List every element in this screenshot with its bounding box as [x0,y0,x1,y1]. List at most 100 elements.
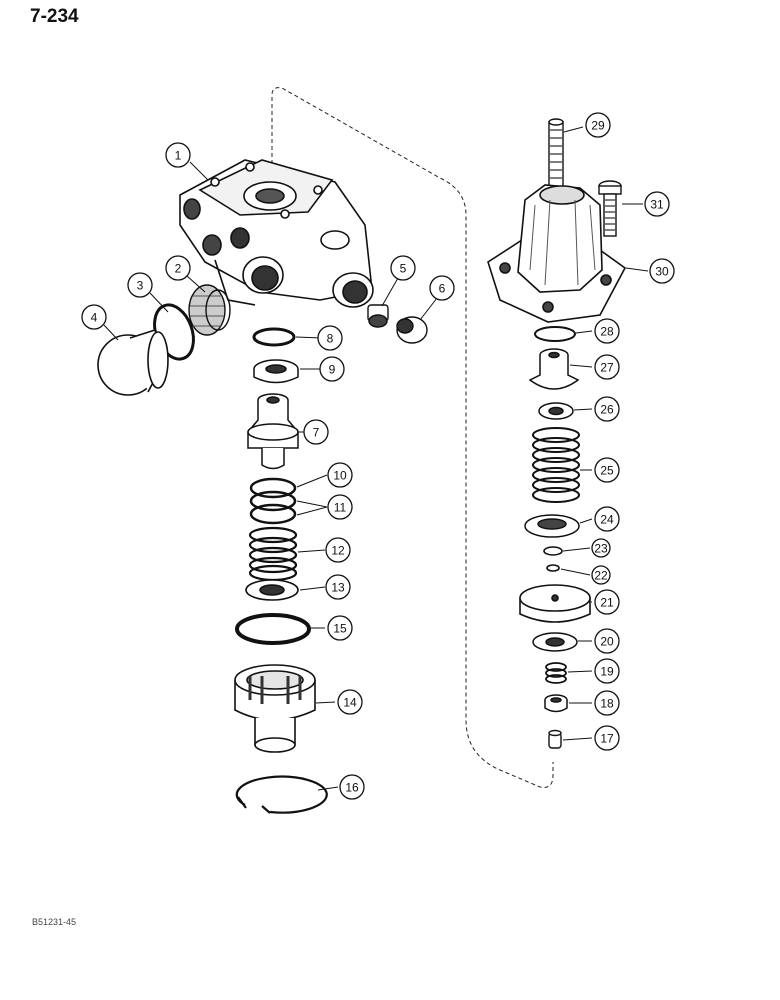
callout-number: 27 [600,361,614,375]
callout-number: 31 [650,198,664,212]
stud-part-29 [548,118,564,188]
callout-7: 7 [303,419,329,445]
cap-part-6 [396,316,428,344]
callout-circle [594,318,620,344]
callout-21: 21 [594,589,620,615]
strainer-screen-part-2 [188,284,231,336]
callout-16: 16 [339,774,365,800]
callout-2: 2 [165,255,191,281]
callout-circle [325,574,351,600]
snap-ring-part-16 [235,775,328,814]
callout-circle [429,275,455,301]
figure-code: B51231-45 [32,917,77,927]
callout-9: 9 [319,356,345,382]
callout-circle [594,506,620,532]
callout-circle [339,774,365,800]
o-ring-part-15 [235,613,311,645]
callout-circle [390,255,416,281]
callout-number: 3 [137,279,144,293]
callout-number: 18 [600,697,614,711]
callout-6: 6 [429,275,455,301]
callout-circle [594,628,620,654]
callout-23: 23 [591,538,611,558]
o-ring-part-28 [534,326,576,342]
callout-layer: 1234567891011121314151617181920212223242… [81,112,675,800]
plunger-part-7 [247,393,299,470]
callout-number: 7 [313,426,320,440]
callout-circle [319,356,345,382]
callout-circle [649,258,675,284]
callout-circle [325,537,351,563]
leader-lines [103,126,649,791]
callout-number: 12 [331,544,345,558]
callout-number: 29 [591,119,605,133]
callout-14: 14 [337,689,363,715]
callout-circle [165,255,191,281]
callout-3: 3 [127,272,153,298]
piston-part-21 [519,584,591,623]
callout-circle [594,354,620,380]
callout-number: 28 [600,325,614,339]
callout-number: 26 [600,403,614,417]
spring-part-12 [248,526,298,582]
callout-number: 24 [600,513,614,527]
callout-number: 11 [334,501,347,515]
callout-number: 17 [600,732,614,746]
callout-number: 5 [400,262,407,276]
callout-circle [303,419,329,445]
callout-5: 5 [390,255,416,281]
callout-circle [594,690,620,716]
callout-circle [327,462,353,488]
callout-number: 20 [600,635,614,649]
callout-circle [127,272,153,298]
callout-26: 26 [594,396,620,422]
callout-30: 30 [649,258,675,284]
callout-number: 16 [345,781,359,795]
cover-part-30 [487,184,627,323]
spring-part-25 [532,427,580,503]
pin-part-17 [548,729,562,749]
plug-part-4 [97,328,169,396]
washer-part-26 [538,402,574,420]
callout-circle [594,589,620,615]
housing-part-14 [234,664,316,753]
callout-circle [594,396,620,422]
spring-part-19 [545,662,567,684]
callout-circle [594,658,620,684]
callout-10: 10 [327,462,353,488]
callout-number: 6 [439,282,446,296]
callout-18: 18 [594,690,620,716]
callout-circle [327,494,353,520]
callout-number: 23 [594,542,608,556]
callout-number: 13 [331,581,345,595]
callout-number: 30 [655,265,669,279]
spring-seat-part-24 [524,514,580,538]
callout-circle [327,615,353,641]
callout-circle [165,142,191,168]
seat-part-9 [253,359,299,384]
assembly-dash-line [271,87,554,788]
callout-number: 14 [343,696,357,710]
valve-body-part-1 [179,159,374,308]
callout-28: 28 [594,318,620,344]
washer-part-13 [245,579,299,601]
callout-number: 22 [594,569,608,583]
callout-number: 8 [327,332,334,346]
callout-number: 1 [175,149,182,163]
callout-number: 15 [333,622,347,636]
fitting-part-5 [367,304,389,328]
callout-circle [594,725,620,751]
callout-circle [644,191,670,217]
callout-number: 21 [600,596,614,610]
callout-circle [337,689,363,715]
callout-12: 12 [325,537,351,563]
callout-31: 31 [644,191,670,217]
washer-part-20 [532,632,578,652]
callout-circle [591,565,611,585]
callout-20: 20 [594,628,620,654]
callout-27: 27 [594,354,620,380]
callout-number: 10 [333,469,347,483]
callout-19: 19 [594,658,620,684]
callout-8: 8 [317,325,343,351]
